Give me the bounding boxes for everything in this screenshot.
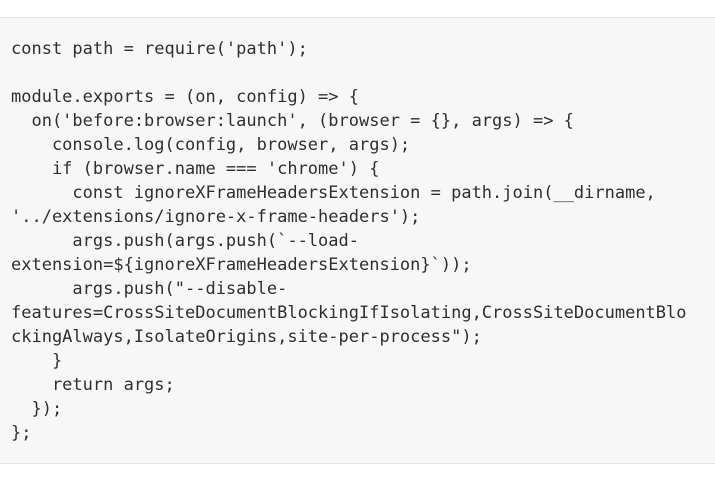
code-block: const path = require('path'); module.exp… <box>0 17 715 464</box>
code-text: const path = require('path'); module.exp… <box>11 39 687 443</box>
page: const path = require('path'); module.exp… <box>0 17 715 497</box>
